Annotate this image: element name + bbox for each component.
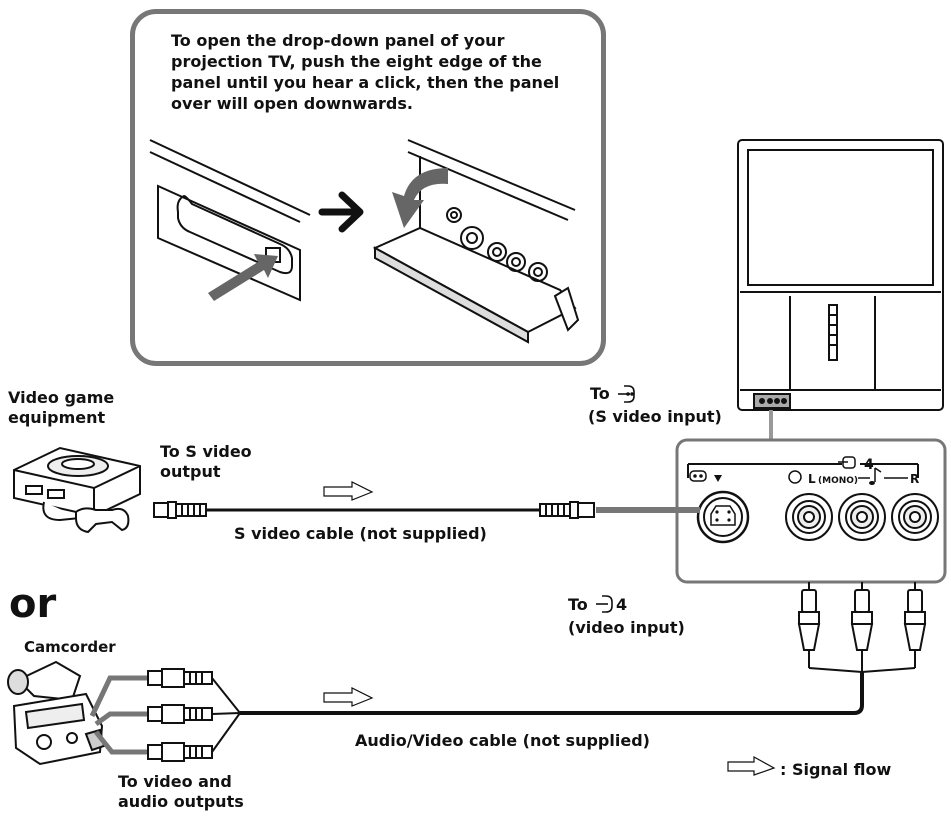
s-video-input-icon [689, 470, 707, 482]
signal-flow-legend-arrow [727, 755, 776, 776]
panel-bracket [687, 463, 919, 478]
callout-instruction: To open the drop-down panel of your proj… [171, 31, 560, 113]
video-input-label-icon [596, 595, 613, 613]
camcorder-label: Camcorder [24, 638, 116, 656]
video-input-to: To [568, 595, 588, 614]
s-video-input-label: (S video input) [588, 407, 722, 426]
audio-note-icon [874, 467, 882, 482]
panel-mono-label: (MONO) [818, 476, 858, 486]
s-video-output-label: To S video output [160, 442, 252, 481]
projection-tv [737, 139, 944, 411]
then-arrow-icon [318, 191, 364, 233]
open-down-arrow-icon [392, 168, 448, 228]
video-jack [785, 493, 833, 541]
video-input-icon [838, 456, 856, 469]
signal-flow-arrow-icon [323, 687, 374, 707]
panel-open-illustration [372, 139, 580, 344]
panel-right-label: R [910, 472, 919, 486]
s-video-cable-label: S video cable (not supplied) [234, 524, 487, 543]
panel-closed-illustration [149, 139, 311, 302]
push-arrow-icon [208, 254, 278, 301]
panel-input-number: 4 [864, 457, 874, 473]
av-outputs-label: To video and audio outputs [118, 772, 244, 811]
av-cable-right-branch [808, 650, 916, 674]
s-video-cable [153, 501, 595, 519]
signal-flow-legend: : Signal flow [780, 760, 892, 779]
video-game-console [13, 446, 141, 534]
or-label: or [9, 581, 57, 627]
s-video-input-label-icon [618, 385, 635, 403]
camcorder-leads [89, 675, 148, 755]
camcorder [7, 660, 106, 766]
panel-left-label: L [808, 472, 816, 486]
audio-right-jack [891, 493, 939, 541]
rca-plugs [797, 589, 927, 668]
audio-left-jack [838, 493, 886, 541]
callout-box: To open the drop-down panel of your proj… [130, 9, 606, 366]
s-video-jack [696, 490, 750, 544]
video-jack-marker-icon [788, 470, 802, 484]
signal-flow-arrow-icon [323, 481, 374, 501]
av-cable-label: Audio/Video cable (not supplied) [355, 731, 650, 750]
video-input-label: (video input) [568, 618, 685, 637]
s-video-input-to: To [590, 384, 610, 403]
video-game-label: Video game equipment [8, 388, 115, 427]
av-cable [240, 672, 864, 715]
s-video-marker [714, 475, 722, 482]
av-camcorder-plugs [147, 668, 241, 762]
video-input-number: 4 [616, 595, 628, 614]
